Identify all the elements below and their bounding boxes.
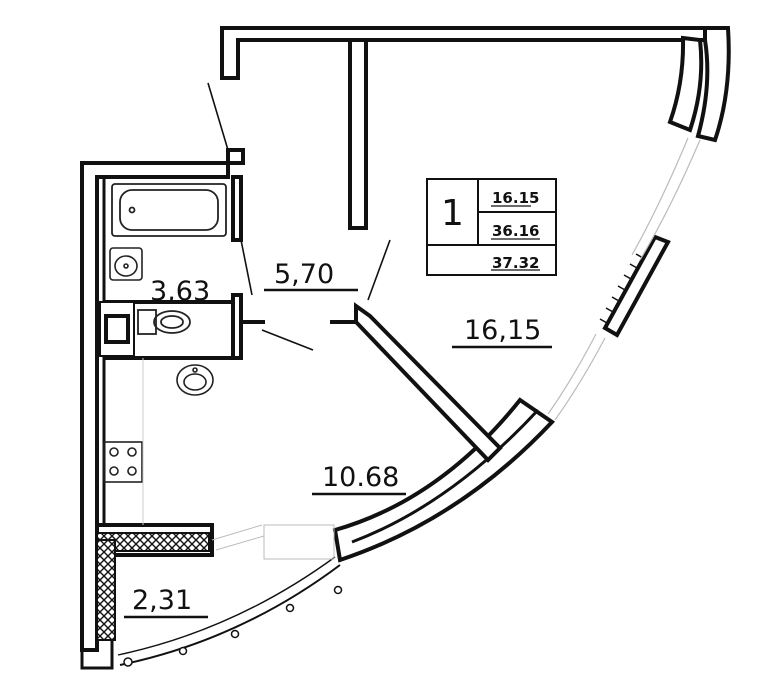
- balcony-area: 2,31: [132, 585, 192, 616]
- room-labels: 16,15 5,70 3,63 10.68 2,31: [124, 259, 552, 619]
- washing-machine: [99, 301, 135, 357]
- living-area-value: 16.15: [492, 189, 539, 207]
- hallway-area: 5,70: [274, 259, 334, 290]
- interior-walls: [95, 38, 503, 641]
- area-summary-table: 1 16.15 36.16 37.32: [426, 178, 557, 276]
- rooms-count: 1: [441, 193, 464, 234]
- door-lines: [207, 82, 391, 351]
- stove: [103, 441, 143, 483]
- living-room-outer-wall: [332, 397, 556, 563]
- balcony-rail: [117, 524, 343, 667]
- area-without-balcony-value: 36.16: [492, 222, 539, 240]
- toilet: [137, 309, 191, 335]
- living-room-area: 16,15: [464, 315, 541, 346]
- kitchen-area: 10.68: [322, 462, 399, 493]
- bathtub: [111, 183, 227, 237]
- bathroom-area: 3,63: [150, 276, 210, 307]
- washbasin: [109, 247, 143, 281]
- total-area-value: 37.32: [492, 254, 539, 272]
- curved-facade: [547, 26, 731, 421]
- kitchen-sink: [176, 364, 214, 396]
